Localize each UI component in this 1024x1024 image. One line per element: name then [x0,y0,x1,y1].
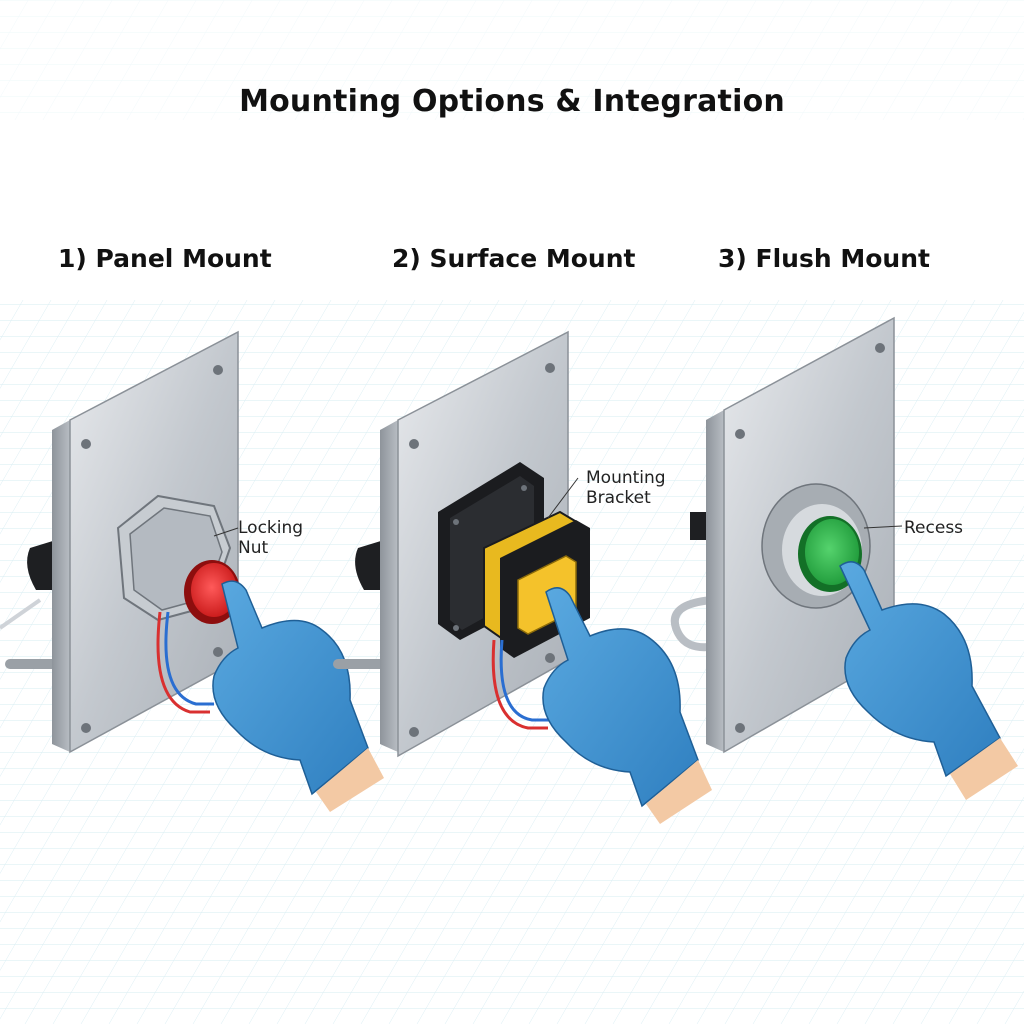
callout-line: Mounting [586,468,666,488]
callout-line: Locking [238,518,304,538]
surface-mount-illustration [333,330,712,824]
diagram-title: Mounting Options & Integration [239,84,785,119]
flush-mount-heading: 3) Flush Mount [718,244,930,273]
flush-mount-illustration [670,316,1018,800]
panel-mount-illustration [0,330,384,812]
mounting-bracket-callout: Mounting Bracket [586,468,666,508]
callout-line: Recess [904,518,964,538]
recess-callout: Recess [904,518,963,538]
callout-line: Bracket [586,488,651,508]
callout-line: Nut [238,538,269,558]
locking-nut-callout: Locking Nut [238,518,303,558]
surface-mount-heading: 2) Surface Mount [392,244,636,273]
panel-mount-heading: 1) Panel Mount [58,244,272,273]
